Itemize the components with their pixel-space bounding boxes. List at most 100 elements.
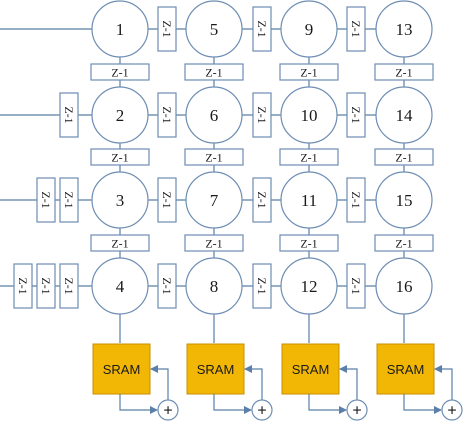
delay-label: Z-1 <box>62 191 76 208</box>
pe-node-label: 13 <box>396 20 413 39</box>
pe-node-11: 11 <box>280 171 338 229</box>
delay-label: Z-1 <box>300 237 317 251</box>
delay-box-vertical-25: Z-1 <box>59 92 79 138</box>
delay-box-vertical-18: Z-1 <box>252 92 272 138</box>
pe-node-4: 4 <box>91 257 149 315</box>
delay-label: Z-1 <box>300 66 317 80</box>
pe-node-label: 1 <box>116 20 125 39</box>
delay-box-horizontal-5: Z-1 <box>90 148 150 166</box>
delay-box-horizontal-12: Z-1 <box>374 234 434 252</box>
adder-icon: + <box>251 399 273 421</box>
delay-box-vertical-16: Z-1 <box>157 263 177 309</box>
adder-icon: + <box>441 399 463 421</box>
delay-label: Z-1 <box>205 151 222 165</box>
pe-node-label: 10 <box>301 106 318 125</box>
delay-box-vertical-29: Z-1 <box>36 263 56 309</box>
delay-box-vertical-26: Z-1 <box>36 177 56 223</box>
delay-box-vertical-20: Z-1 <box>252 263 272 309</box>
pe-node-14: 14 <box>375 86 433 144</box>
delay-label: Z-1 <box>160 20 174 37</box>
delay-box-vertical-27: Z-1 <box>59 177 79 223</box>
delay-label: Z-1 <box>349 106 363 123</box>
delay-label: Z-1 <box>205 66 222 80</box>
pe-node-8: 8 <box>185 257 243 315</box>
delay-label: Z-1 <box>395 66 412 80</box>
sram-unit-4: SRAM + <box>376 343 463 421</box>
pe-node-2: 2 <box>91 86 149 144</box>
sram-block <box>376 343 435 395</box>
delay-box-vertical-13: Z-1 <box>157 6 177 52</box>
delay-label: Z-1 <box>395 151 412 165</box>
delay-box-horizontal-11: Z-1 <box>279 234 339 252</box>
sram-label: SRAM <box>197 362 235 377</box>
feedback-arrow <box>150 365 169 400</box>
delay-box-vertical-30: Z-1 <box>59 263 79 309</box>
delay-box-vertical-19: Z-1 <box>252 177 272 223</box>
delay-label: Z-1 <box>39 277 53 294</box>
feedback-arrow <box>244 365 263 400</box>
pe-node-10: 10 <box>280 86 338 144</box>
delay-label: Z-1 <box>205 237 222 251</box>
pe-node-12: 12 <box>280 257 338 315</box>
delay-box-horizontal-4: Z-1 <box>374 63 434 81</box>
delay-box-horizontal-10: Z-1 <box>184 234 244 252</box>
pe-node-label: 5 <box>210 20 219 39</box>
delay-box-vertical-24: Z-1 <box>346 263 366 309</box>
sram-unit-2: SRAM + <box>186 343 273 421</box>
sram-label: SRAM <box>292 362 330 377</box>
pe-node-1: 1 <box>91 0 149 58</box>
pe-node-16: 16 <box>375 257 433 315</box>
feedback-arrow <box>434 365 453 400</box>
pe-node-9: 9 <box>280 0 338 58</box>
delay-label: Z-1 <box>255 277 269 294</box>
sram-block <box>281 343 340 395</box>
sram-output-arrow <box>119 394 158 414</box>
delay-box-horizontal-1: Z-1 <box>90 63 150 81</box>
delay-label: Z-1 <box>62 277 76 294</box>
delay-box-horizontal-3: Z-1 <box>279 63 339 81</box>
delay-box-vertical-23: Z-1 <box>346 177 366 223</box>
pe-node-label: 2 <box>116 106 125 125</box>
sram-label: SRAM <box>387 362 425 377</box>
pe-node-label: 12 <box>301 277 318 296</box>
delay-label: Z-1 <box>62 106 76 123</box>
delay-label: Z-1 <box>395 237 412 251</box>
adder-symbol: + <box>163 403 172 420</box>
delay-label: Z-1 <box>300 151 317 165</box>
delay-box-horizontal-2: Z-1 <box>184 63 244 81</box>
pe-node-5: 5 <box>185 0 243 58</box>
adder-icon: + <box>346 399 368 421</box>
pe-node-15: 15 <box>375 171 433 229</box>
pe-node-7: 7 <box>185 171 243 229</box>
pe-node-label: 8 <box>210 277 219 296</box>
pe-node-label: 6 <box>210 106 219 125</box>
delay-label: Z-1 <box>255 106 269 123</box>
pe-node-3: 3 <box>91 171 149 229</box>
delay-box-horizontal-8: Z-1 <box>374 148 434 166</box>
adder-symbol: + <box>257 403 266 420</box>
adder-symbol: + <box>352 403 361 420</box>
pe-node-label: 16 <box>396 277 413 296</box>
sram-output-arrow <box>213 394 252 414</box>
pe-node-label: 11 <box>301 191 317 210</box>
delay-box-vertical-14: Z-1 <box>157 92 177 138</box>
delay-label: Z-1 <box>160 277 174 294</box>
pe-node-label: 9 <box>305 20 314 39</box>
delay-label: Z-1 <box>160 191 174 208</box>
pe-node-label: 4 <box>116 277 125 296</box>
delay-box-vertical-28: Z-1 <box>13 263 33 309</box>
delay-label: Z-1 <box>39 191 53 208</box>
delay-box-vertical-15: Z-1 <box>157 177 177 223</box>
adder-symbol: + <box>447 403 456 420</box>
delay-box-horizontal-9: Z-1 <box>90 234 150 252</box>
delay-label: Z-1 <box>111 151 128 165</box>
delay-label: Z-1 <box>255 191 269 208</box>
sram-unit-3: SRAM + <box>281 343 368 421</box>
sram-label: SRAM <box>103 362 141 377</box>
feedback-arrow <box>339 365 358 400</box>
pe-node-label: 3 <box>116 191 125 210</box>
pe-node-13: 13 <box>375 0 433 58</box>
delay-box-vertical-22: Z-1 <box>346 92 366 138</box>
